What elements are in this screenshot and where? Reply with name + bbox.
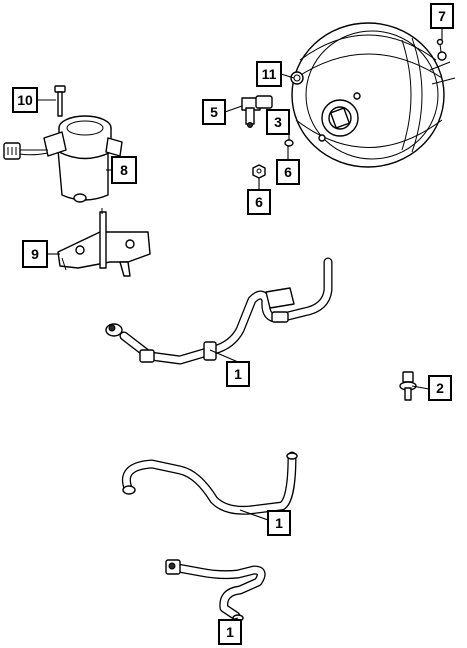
callout-5: 5	[202, 99, 226, 125]
callout-1-lower-hose: 1	[267, 510, 291, 536]
callout-2: 2	[428, 375, 452, 401]
callout-10: 10	[12, 87, 38, 113]
callout-label: 11	[262, 66, 277, 82]
nut-6[interactable]	[252, 164, 266, 179]
callout-1-main-hose: 1	[226, 361, 250, 387]
callout-6-upper: 6	[276, 159, 300, 185]
callout-label: 2	[436, 380, 444, 396]
callout-8: 8	[111, 156, 137, 184]
callout-11: 11	[256, 61, 282, 87]
callout-6-lower: 6	[247, 189, 271, 215]
callout-label: 5	[210, 104, 218, 120]
callout-label: 1	[226, 624, 234, 640]
callout-1-small-hose: 1	[218, 619, 242, 645]
callout-label: 9	[31, 246, 39, 262]
vacuum-sensor[interactable]	[241, 95, 273, 128]
callout-label: 3	[274, 114, 282, 130]
vacuum-pump[interactable]	[3, 115, 123, 203]
vacuum-hose-lower[interactable]	[122, 451, 298, 515]
hose-fitting-2[interactable]	[399, 371, 417, 401]
callout-9: 9	[22, 240, 48, 268]
callout-label: 7	[438, 8, 446, 24]
nut-3[interactable]	[284, 139, 294, 147]
callout-label: 10	[17, 92, 33, 108]
callout-label: 1	[275, 515, 283, 531]
callout-7: 7	[430, 3, 454, 29]
callout-label: 6	[284, 164, 292, 180]
vacuum-hose-main[interactable]	[105, 257, 333, 365]
callout-3: 3	[266, 109, 290, 135]
callout-label: 1	[234, 366, 242, 382]
callout-label: 6	[255, 194, 263, 210]
callout-label: 8	[120, 162, 128, 178]
pump-bracket[interactable]	[57, 208, 151, 277]
vacuum-hose-small[interactable]	[165, 559, 266, 622]
bolt-10[interactable]	[54, 85, 66, 117]
brake-booster[interactable]	[290, 22, 456, 168]
